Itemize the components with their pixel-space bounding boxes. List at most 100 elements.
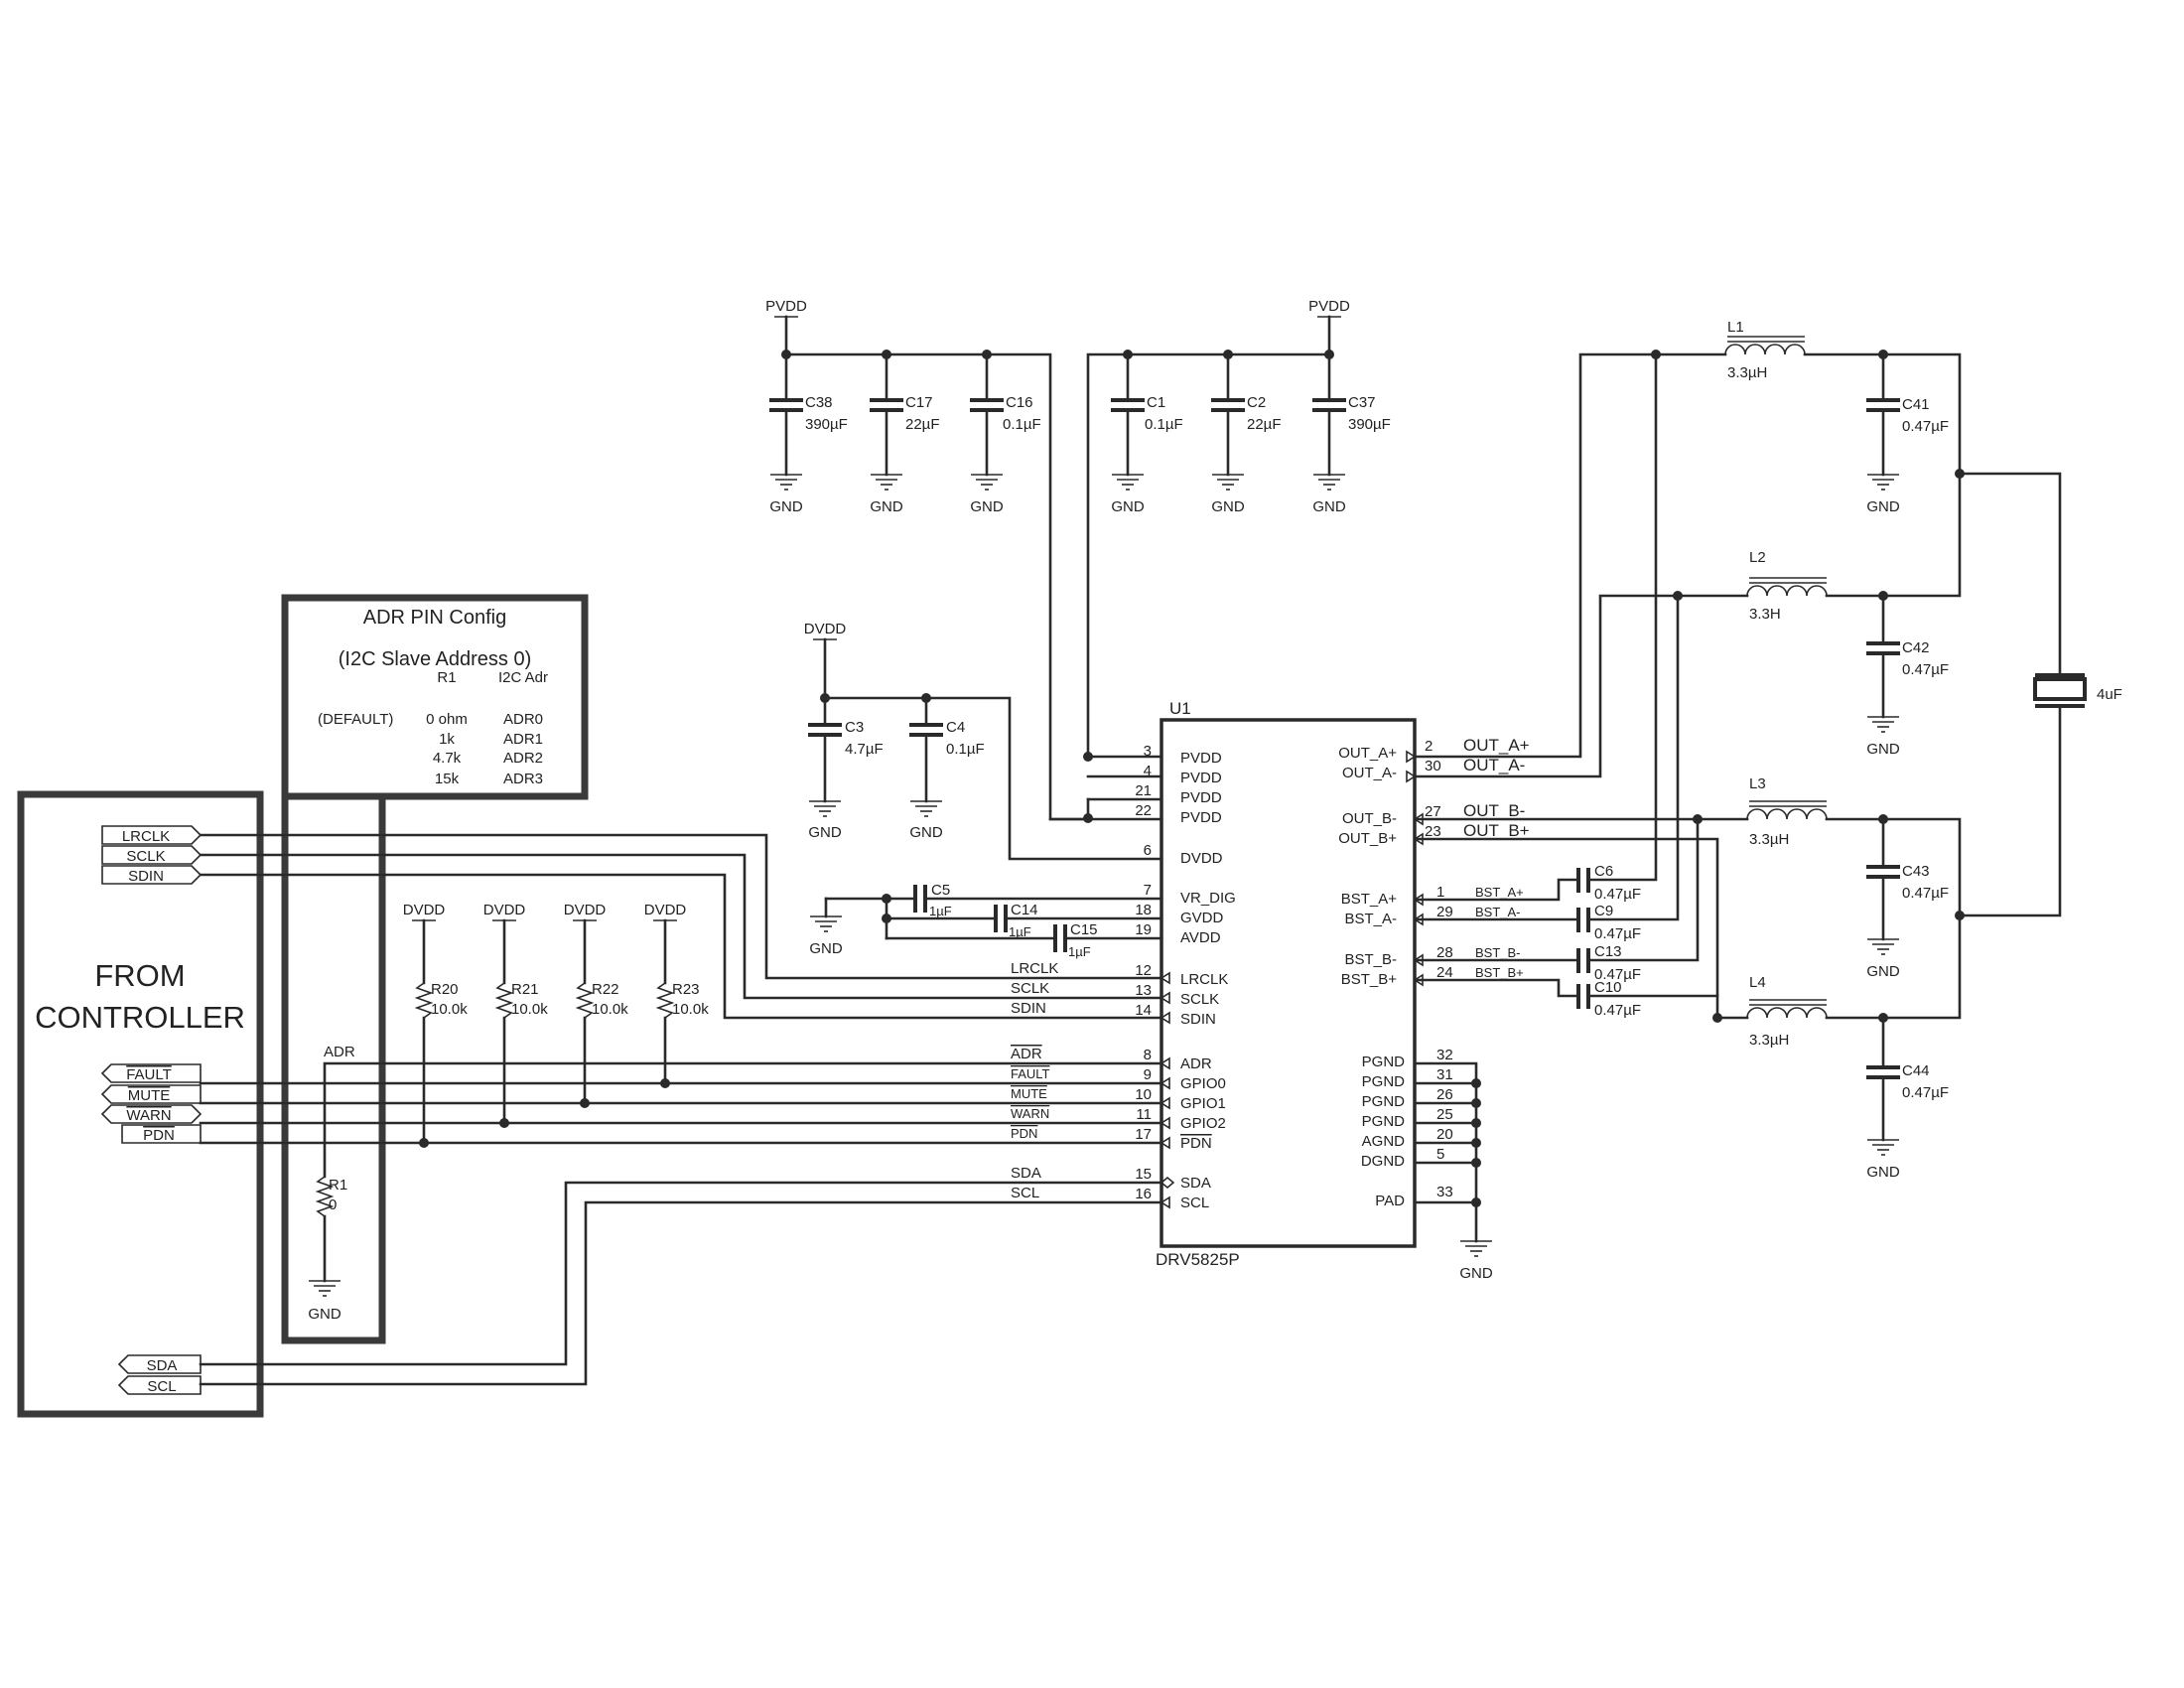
svg-text:OUT_A-: OUT_A-: [1342, 765, 1397, 781]
svg-text:390µF: 390µF: [1348, 416, 1391, 433]
port-lrclk[interactable]: LRCLK: [101, 825, 203, 845]
port-sda[interactable]: SDA: [117, 1354, 202, 1374]
svg-text:C2: C2: [1247, 394, 1266, 411]
svg-text:16: 16: [1135, 1186, 1152, 1202]
svg-text:GND: GND: [809, 940, 843, 957]
adr-config-row-adr: ADR3: [503, 771, 543, 787]
port-mute[interactable]: MUTE: [100, 1084, 202, 1104]
svg-text:GND: GND: [769, 498, 803, 515]
r1-value: 0: [329, 1196, 337, 1213]
svg-text:GND: GND: [1866, 963, 1900, 980]
svg-text:L3: L3: [1749, 775, 1766, 792]
output-wiring: C6 0.47µF C9 0.47µF C13 0.47µF C10 0.47µ…: [1413, 350, 1749, 1023]
svg-text:C42: C42: [1902, 639, 1930, 656]
svg-text:PDN: PDN: [143, 1127, 175, 1144]
svg-text:C37: C37: [1348, 394, 1376, 411]
port-sclk[interactable]: SCLK: [101, 845, 203, 865]
port-pdn[interactable]: PDN: [121, 1124, 202, 1144]
svg-text:PAD: PAD: [1375, 1193, 1405, 1209]
svg-text:C13: C13: [1594, 943, 1622, 960]
svg-text:10: 10: [1135, 1086, 1152, 1103]
svg-text:3.3µH: 3.3µH: [1749, 831, 1789, 848]
gnd-label: GND: [308, 1306, 341, 1323]
svg-text:C4: C4: [946, 719, 965, 736]
svg-text:BST_A+: BST_A+: [1475, 885, 1524, 900]
cap-c4: C4 0.1µF GND: [909, 696, 985, 841]
svg-text:0.47µF: 0.47µF: [1594, 886, 1641, 903]
svg-text:PVDD: PVDD: [1180, 789, 1222, 806]
svg-text:4uF: 4uF: [2097, 686, 2122, 703]
svg-text:0.1µF: 0.1µF: [1145, 416, 1183, 433]
controller-title-line1: FROM: [94, 958, 185, 993]
svg-text:AGND: AGND: [1362, 1133, 1406, 1150]
svg-text:DGND: DGND: [1361, 1153, 1405, 1170]
adr-config-row-r1: 0 ohm: [426, 711, 468, 728]
svg-text:ADR: ADR: [1180, 1055, 1212, 1072]
filter-cap-c43: C43 0.47µF GND: [1866, 817, 1949, 980]
svg-text:PGND: PGND: [1362, 1073, 1406, 1090]
svg-text:FAULT: FAULT: [126, 1066, 172, 1083]
svg-text:OUT_A-: OUT_A-: [1463, 756, 1525, 774]
adr-net-label: ADR: [324, 1044, 355, 1060]
svg-text:C15: C15: [1070, 921, 1098, 938]
svg-text:0.47µF: 0.47µF: [1594, 966, 1641, 983]
svg-text:OUT_A+: OUT_A+: [1463, 736, 1530, 755]
svg-text:C14: C14: [1011, 902, 1038, 918]
svg-text:R22: R22: [592, 981, 619, 998]
svg-text:PVDD: PVDD: [1180, 770, 1222, 786]
svg-text:GND: GND: [1211, 498, 1245, 515]
svg-text:GND: GND: [970, 498, 1004, 515]
controller-wires: [199, 833, 1163, 1386]
svg-text:LRCLK: LRCLK: [1011, 960, 1058, 977]
svg-text:BST_B-: BST_B-: [1475, 945, 1521, 960]
svg-text:AVDD: AVDD: [1180, 929, 1221, 946]
port-fault[interactable]: FAULT: [100, 1063, 202, 1083]
svg-text:GND: GND: [1866, 1164, 1900, 1181]
svg-text:GPIO1: GPIO1: [1180, 1095, 1226, 1112]
svg-text:BST_A-: BST_A-: [1475, 905, 1521, 919]
pin-24: BST_B+ 24 BST_B+: [1341, 964, 1524, 988]
svg-text:C1: C1: [1147, 394, 1165, 411]
svg-text:SCLK: SCLK: [1011, 980, 1049, 997]
svg-text:29: 29: [1436, 904, 1453, 920]
svg-text:C16: C16: [1006, 394, 1033, 411]
svg-text:PVDD: PVDD: [1180, 809, 1222, 826]
bst-cap-c6: C6 0.47µF: [1413, 352, 1658, 903]
port-warn[interactable]: WARN: [100, 1104, 203, 1124]
svg-text:LRCLK: LRCLK: [122, 828, 170, 845]
cap-c38: C38 390µF GND: [769, 352, 848, 515]
port-sdin[interactable]: SDIN: [101, 865, 203, 885]
svg-text:PGND: PGND: [1362, 1093, 1406, 1110]
svg-text:PDN: PDN: [1011, 1126, 1037, 1141]
bst-cap-c9: C9 0.47µF: [1413, 594, 1680, 942]
svg-text:BST_B-: BST_B-: [1344, 951, 1397, 968]
pvdd-left-label: PVDD: [765, 298, 807, 315]
adr-config-row-r1: 4.7k: [433, 750, 462, 767]
svg-text:SCL: SCL: [1011, 1185, 1039, 1201]
cap-c5: C5 1µF: [913, 882, 1163, 918]
svg-text:390µF: 390µF: [805, 416, 848, 433]
svg-text:24: 24: [1436, 964, 1453, 981]
svg-text:GND: GND: [1111, 498, 1145, 515]
port-scl[interactable]: SCL: [117, 1375, 202, 1395]
svg-text:VR_DIG: VR_DIG: [1180, 890, 1236, 907]
svg-text:C9: C9: [1594, 903, 1613, 919]
svg-text:BST_B+: BST_B+: [1341, 971, 1398, 988]
svg-text:BST_A+: BST_A+: [1341, 891, 1398, 908]
svg-text:BST_B+: BST_B+: [1475, 965, 1524, 980]
svg-text:C5: C5: [931, 882, 950, 899]
svg-text:SCL: SCL: [147, 1378, 176, 1395]
svg-text:C38: C38: [805, 394, 833, 411]
svg-text:PGND: PGND: [1362, 1113, 1406, 1130]
svg-text:GND: GND: [1312, 498, 1346, 515]
ic-ref: U1: [1169, 699, 1191, 718]
